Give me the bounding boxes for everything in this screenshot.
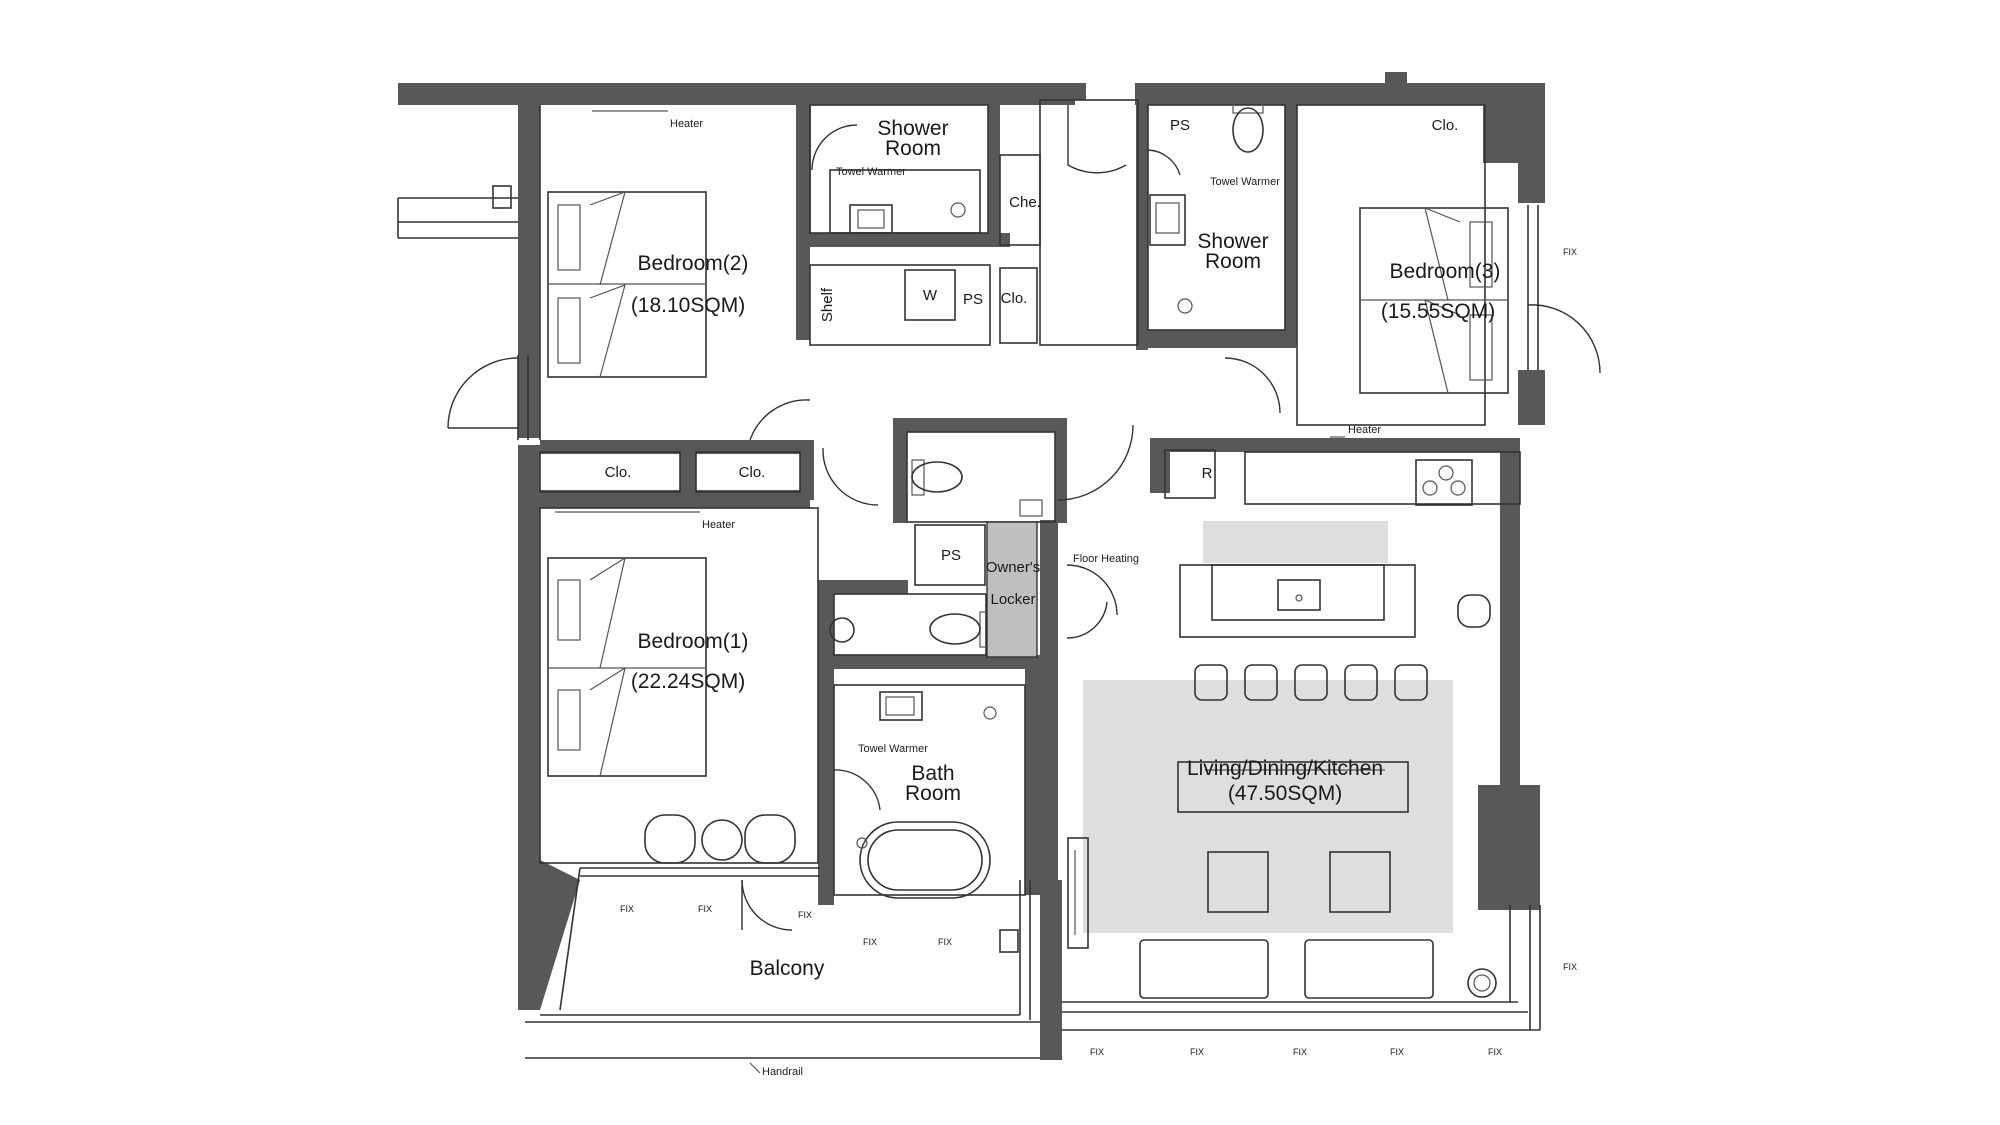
clo-label-3: Clo.: [739, 464, 766, 481]
fix-label-4: FIX: [863, 937, 877, 947]
kitchen-zone-shading: [1203, 521, 1388, 563]
owners-locker-line2: Locker: [990, 591, 1035, 608]
bedroom3-name: Bedroom(3): [1390, 260, 1501, 283]
bedroom1-name: Bedroom(1): [638, 630, 749, 653]
heater-note-3: Heater: [1348, 424, 1381, 436]
fix-label-2: FIX: [698, 904, 712, 914]
bath-room-line2: Room: [905, 782, 961, 805]
interior-outlines: [539, 99, 1521, 896]
bedroom2-area: (18.10SQM): [631, 294, 745, 317]
owners-locker-fill: [986, 521, 1038, 658]
shower-room-b-line1: Shower: [1197, 230, 1268, 253]
fix-label-9: FIX: [1390, 1047, 1404, 1057]
clo-label-4: Clo.: [1432, 117, 1459, 134]
towel-warmer-note-2: Towel Warmer: [1210, 176, 1280, 188]
clo-label-1: Clo.: [1001, 290, 1028, 307]
shelf-label: Shelf: [819, 287, 836, 322]
shower-room-a-line2: Room: [885, 137, 941, 160]
floor-heating-note: Floor Heating: [1073, 553, 1139, 565]
ps-label-2: PS: [963, 291, 983, 308]
walls: [398, 72, 1545, 1060]
annotation-notes: Heater Heater Heater Towel Warmer Towel …: [555, 110, 1381, 1078]
fix-label-11: FIX: [1563, 247, 1577, 257]
fix-label-5: FIX: [938, 937, 952, 947]
doors: [447, 105, 1601, 931]
bed-bedroom3: [1359, 207, 1509, 394]
towel-warmer-note-3: Towel Warmer: [858, 743, 928, 755]
heater-note-1: Heater: [670, 118, 703, 130]
clo-label-2: Clo.: [605, 464, 632, 481]
heater-note-2: Heater: [702, 519, 735, 531]
ps-label-1: PS: [1170, 117, 1190, 134]
bed-bedroom1: [547, 556, 707, 777]
balcony-rails: [397, 197, 1541, 1059]
balcony-name: Balcony: [750, 957, 825, 980]
owners-locker-line1: Owner's: [986, 559, 1041, 576]
fix-label-6: FIX: [1090, 1047, 1104, 1057]
fix-label-12: FIX: [1563, 962, 1577, 972]
bed-bedroom2: [547, 191, 707, 378]
fix-label-1: FIX: [620, 904, 634, 914]
r-label: R: [1202, 465, 1213, 482]
fixtures: [492, 102, 1497, 999]
fix-label-8: FIX: [1293, 1047, 1307, 1057]
handrail-note: Handrail: [762, 1066, 803, 1078]
fix-labels: FIX FIX FIX FIX FIX FIX FIX FIX FIX FIX …: [620, 247, 1577, 1057]
fix-label-3: FIX: [798, 910, 812, 920]
ldk-area: (47.50SQM): [1228, 782, 1342, 805]
ps-label-3: PS: [941, 547, 961, 564]
shower-room-b-line2: Room: [1205, 250, 1261, 273]
fix-label-7: FIX: [1190, 1047, 1204, 1057]
che-label: Che.: [1009, 194, 1041, 211]
fix-label-10: FIX: [1488, 1047, 1502, 1057]
ldk-name: Living/Dining/Kitchen: [1187, 757, 1383, 780]
shower-room-a-line1: Shower: [877, 117, 948, 140]
bedroom1-seating: [644, 814, 796, 864]
towel-warmer-note-1: Towel Warmer: [836, 166, 906, 178]
w-label: W: [923, 287, 938, 304]
bedroom2-name: Bedroom(2): [638, 252, 749, 275]
fixture-labels: Clo. Clo. Clo. Clo. PS PS PS Che. W R Sh…: [605, 117, 1459, 564]
bath-room-line1: Bath: [911, 762, 954, 785]
bedroom1-area: (22.24SQM): [631, 670, 745, 693]
bedroom3-area: (15.55SQM): [1381, 300, 1495, 323]
room-labels: Bedroom(2) (18.10SQM) Bedroom(3) (15.55S…: [631, 117, 1501, 980]
